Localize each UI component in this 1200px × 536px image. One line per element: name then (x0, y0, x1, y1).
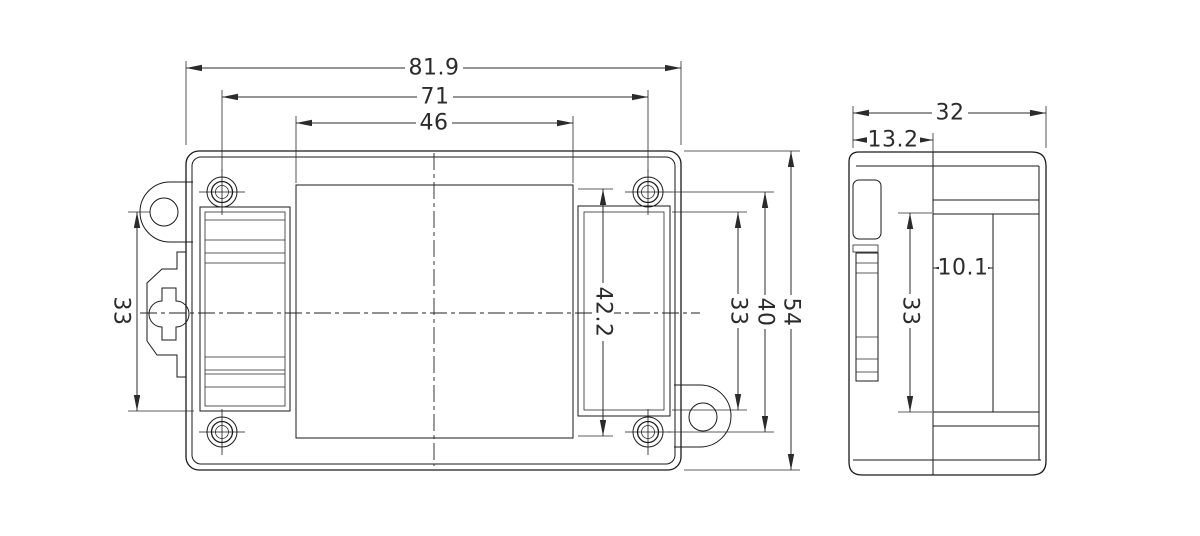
dim-window-height: 42.2 (578, 188, 616, 437)
dim-value: 10.1 (938, 256, 989, 281)
dim-inner-depth: 10.1 (933, 256, 993, 281)
front-view: 81.9 71 46 33 42.2 (109, 56, 804, 471)
dim-value: 54 (779, 298, 804, 327)
front-terminal-strip-left (199, 206, 291, 412)
dim-value: 71 (421, 85, 450, 110)
front-body-inner-rim (191, 156, 676, 465)
side-view: 32 13.2 10.1 33 (848, 101, 1047, 476)
dim-lid-depth: 13.2 (853, 128, 934, 153)
side-body-outline (848, 151, 1047, 476)
dim-value: 33 (109, 297, 134, 326)
dim-overall-height: 54 (684, 150, 804, 471)
dim-value: 33 (726, 297, 751, 326)
side-upper-band (933, 199, 1039, 215)
dim-screw-span-width: 71 (221, 85, 649, 172)
ear-hole (149, 197, 179, 227)
mount-ear-bottom-right (674, 384, 732, 448)
dim-overall-width: 81.9 (185, 56, 682, 145)
side-clip-profile (852, 244, 879, 382)
dim-value: 13.2 (868, 128, 919, 153)
din-rail-clip (146, 251, 190, 378)
dim-ear-clip-height: 33 (109, 211, 194, 412)
dim-value: 42.2 (591, 287, 616, 338)
dim-overall-depth: 32 (852, 101, 1047, 148)
front-opening-right (577, 205, 671, 417)
dim-side-opening-height: 33 (898, 212, 932, 413)
front-label-recess (295, 184, 574, 439)
side-ear-profile (852, 179, 882, 240)
dim-value: 46 (420, 111, 449, 136)
dim-value: 33 (898, 297, 923, 326)
screw-boss-bottom-right (625, 409, 671, 455)
screw-boss-top-left (199, 169, 245, 215)
clip-latch (148, 287, 190, 341)
ear-hole (688, 402, 718, 432)
screw-boss-top-right (625, 169, 671, 215)
dim-label-recess-width: 46 (295, 111, 574, 183)
dim-value: 40 (753, 298, 778, 327)
dim-opening-height: 33 (672, 211, 751, 411)
front-body-outline (185, 150, 682, 471)
dim-value: 32 (936, 101, 965, 126)
screw-boss-bottom-left (199, 409, 245, 455)
dim-screw-span-height: 40 (668, 191, 778, 433)
dim-value: 81.9 (409, 56, 460, 81)
side-lower-band (933, 411, 1039, 427)
